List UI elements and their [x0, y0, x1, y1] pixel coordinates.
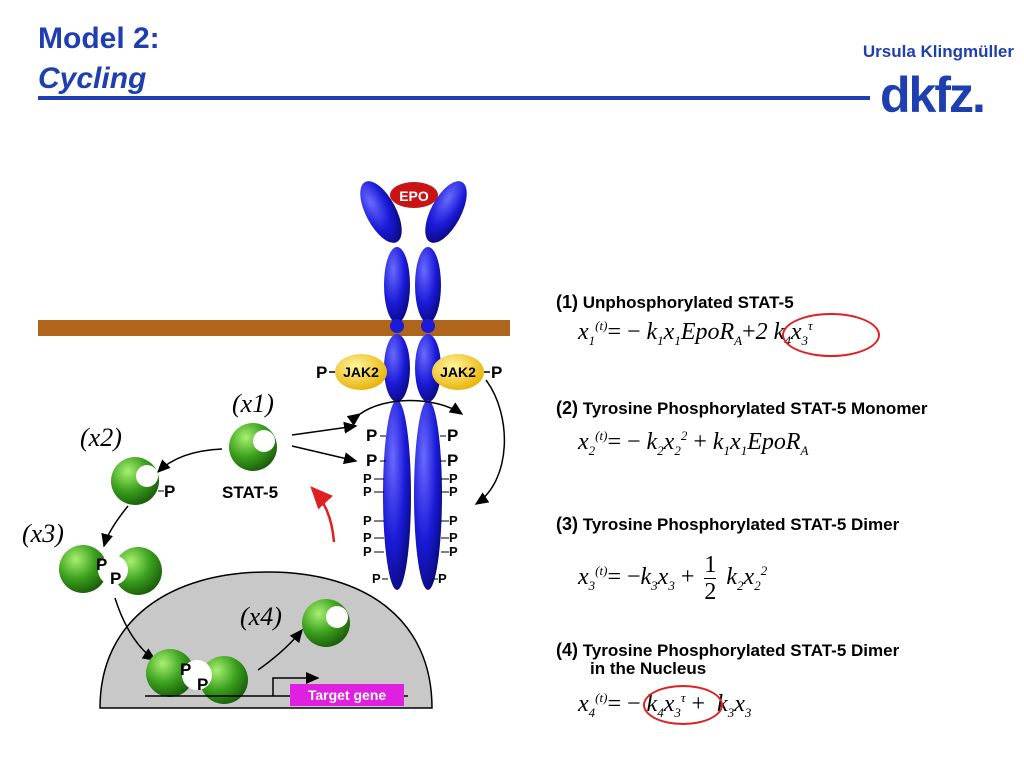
receptor-p: P: [447, 451, 458, 470]
stat5-nuclear-a: [146, 649, 194, 697]
nuclear-export-arrow: [257, 628, 303, 671]
slide-title-line2: Cycling: [38, 62, 147, 95]
red-recycling-arrow: [310, 486, 336, 543]
eq2-title: Tyrosine Phosphorylated STAT-5 Monomer: [582, 399, 928, 418]
stat5-binding-arrow: [291, 421, 358, 436]
eq4-highlight-circle: [643, 685, 723, 725]
nuclear-p: P: [180, 660, 191, 679]
jak2-right-p: P: [491, 363, 502, 382]
eq2-heading: (2) Tyrosine Phosphorylated STAT-5 Monom…: [556, 398, 928, 419]
eq1-number: (1): [556, 292, 578, 312]
eq1-title: Unphosphorylated STAT-5: [582, 293, 794, 312]
receptor-left-tm: [390, 319, 404, 333]
nuclear-p: P: [197, 675, 208, 694]
receptor-p: P: [449, 471, 458, 486]
eq2-number: (2): [556, 398, 578, 418]
epo-label: EPO: [399, 188, 429, 204]
eq1-highlight-circle: [782, 313, 880, 357]
stat5-x3-a: [59, 545, 107, 593]
eq4-heading: (4) Tyrosine Phosphorylated STAT-5 Dimer: [556, 640, 899, 661]
receptor-right-middle: [415, 334, 441, 402]
logo-text: dkfz.: [880, 70, 984, 118]
receptor-p: P: [366, 426, 377, 445]
receptor-p: P: [449, 513, 458, 528]
eq4-title: Tyrosine Phosphorylated STAT-5 Dimer: [582, 641, 900, 660]
x1-to-x2-arrow: [156, 448, 223, 474]
jak2-right: [432, 354, 484, 390]
cell-membrane: [38, 320, 510, 336]
receptor-p: P: [363, 530, 372, 545]
eq4-number: (4): [556, 640, 578, 660]
eq3-title: Tyrosine Phosphorylated STAT-5 Dimer: [582, 515, 900, 534]
eq1-heading: (1) Unphosphorylated STAT-5: [556, 292, 794, 313]
receptor-p: P: [449, 530, 458, 545]
dkfz-logo: dkfz.: [880, 70, 986, 118]
x2-label: (x2): [80, 423, 122, 452]
receptor-p: P: [447, 426, 458, 445]
receptor-left-middle: [384, 334, 410, 402]
receptor-right-tm: [421, 319, 435, 333]
x3-p: P: [110, 569, 121, 588]
x2-to-x3-arrow: [101, 505, 129, 548]
receptor-p: P: [363, 471, 372, 486]
receptor-p: P: [438, 571, 447, 586]
eq4-heading-line2: in the Nucleus: [590, 659, 707, 678]
receptor-p: P: [449, 544, 458, 559]
x3-label: (x3): [22, 519, 64, 548]
slide-title-line1: Model 2:: [38, 22, 160, 55]
jak-transphosphorylation-arrow: [346, 399, 464, 426]
stat5-cycling-diagram: EPO JAK2 JAK2 P P P P P P P P P P P P P …: [22, 181, 510, 709]
author-name: Ursula Klingmüller: [862, 42, 1014, 61]
receptor-left-lower: [383, 400, 411, 590]
receptor-p: P: [363, 513, 372, 528]
jak2-left: [335, 354, 387, 390]
receptor-right-lower: [414, 400, 442, 590]
jak2-left-label: JAK2: [343, 364, 379, 380]
jak2-left-p: P: [316, 363, 327, 382]
jak-to-receptor-arrow: [474, 379, 506, 505]
receptor-right-upper: [415, 247, 441, 323]
eq3-formula: x3(t)= −k3x3 + 1 2 k2x22: [578, 552, 768, 605]
receptor-arm-right: [425, 181, 467, 243]
x3-p: P: [96, 555, 107, 574]
stat5-x3-b: [114, 547, 162, 595]
x2-p: P: [164, 482, 175, 501]
eq3-number: (3): [556, 514, 578, 534]
receptor-p: P: [449, 484, 458, 499]
jak2-right-label: JAK2: [440, 364, 476, 380]
receptor-p: P: [363, 484, 372, 499]
receptor-arm-left: [360, 181, 402, 243]
stat5-nuclear-b: [200, 656, 248, 704]
receptor-p: P: [366, 451, 377, 470]
title-underline: [38, 96, 870, 100]
x3-to-nucleus-arrow: [114, 597, 157, 661]
stat5-binding-arrow: [291, 445, 358, 465]
stat5-label: STAT-5: [222, 483, 278, 502]
target-gene-label: Target gene: [308, 687, 387, 703]
epo-ligand: [390, 182, 438, 208]
x1-label: (x1): [232, 389, 274, 418]
receptor-p: P: [363, 544, 372, 559]
eq3-heading: (3) Tyrosine Phosphorylated STAT-5 Dimer: [556, 514, 899, 535]
eq1-formula: x1(t)= − k1x1EpoRA+2 k4x3τ: [578, 318, 813, 348]
transcription-start-arrow: [272, 672, 320, 696]
receptor-left-upper: [384, 247, 410, 323]
x4-label: (x4): [240, 602, 282, 631]
target-gene-box: [290, 684, 404, 706]
eq2-formula: x2(t)= − k2x22 + k1x1EpoRA: [578, 428, 809, 458]
receptor-p: P: [372, 571, 381, 586]
